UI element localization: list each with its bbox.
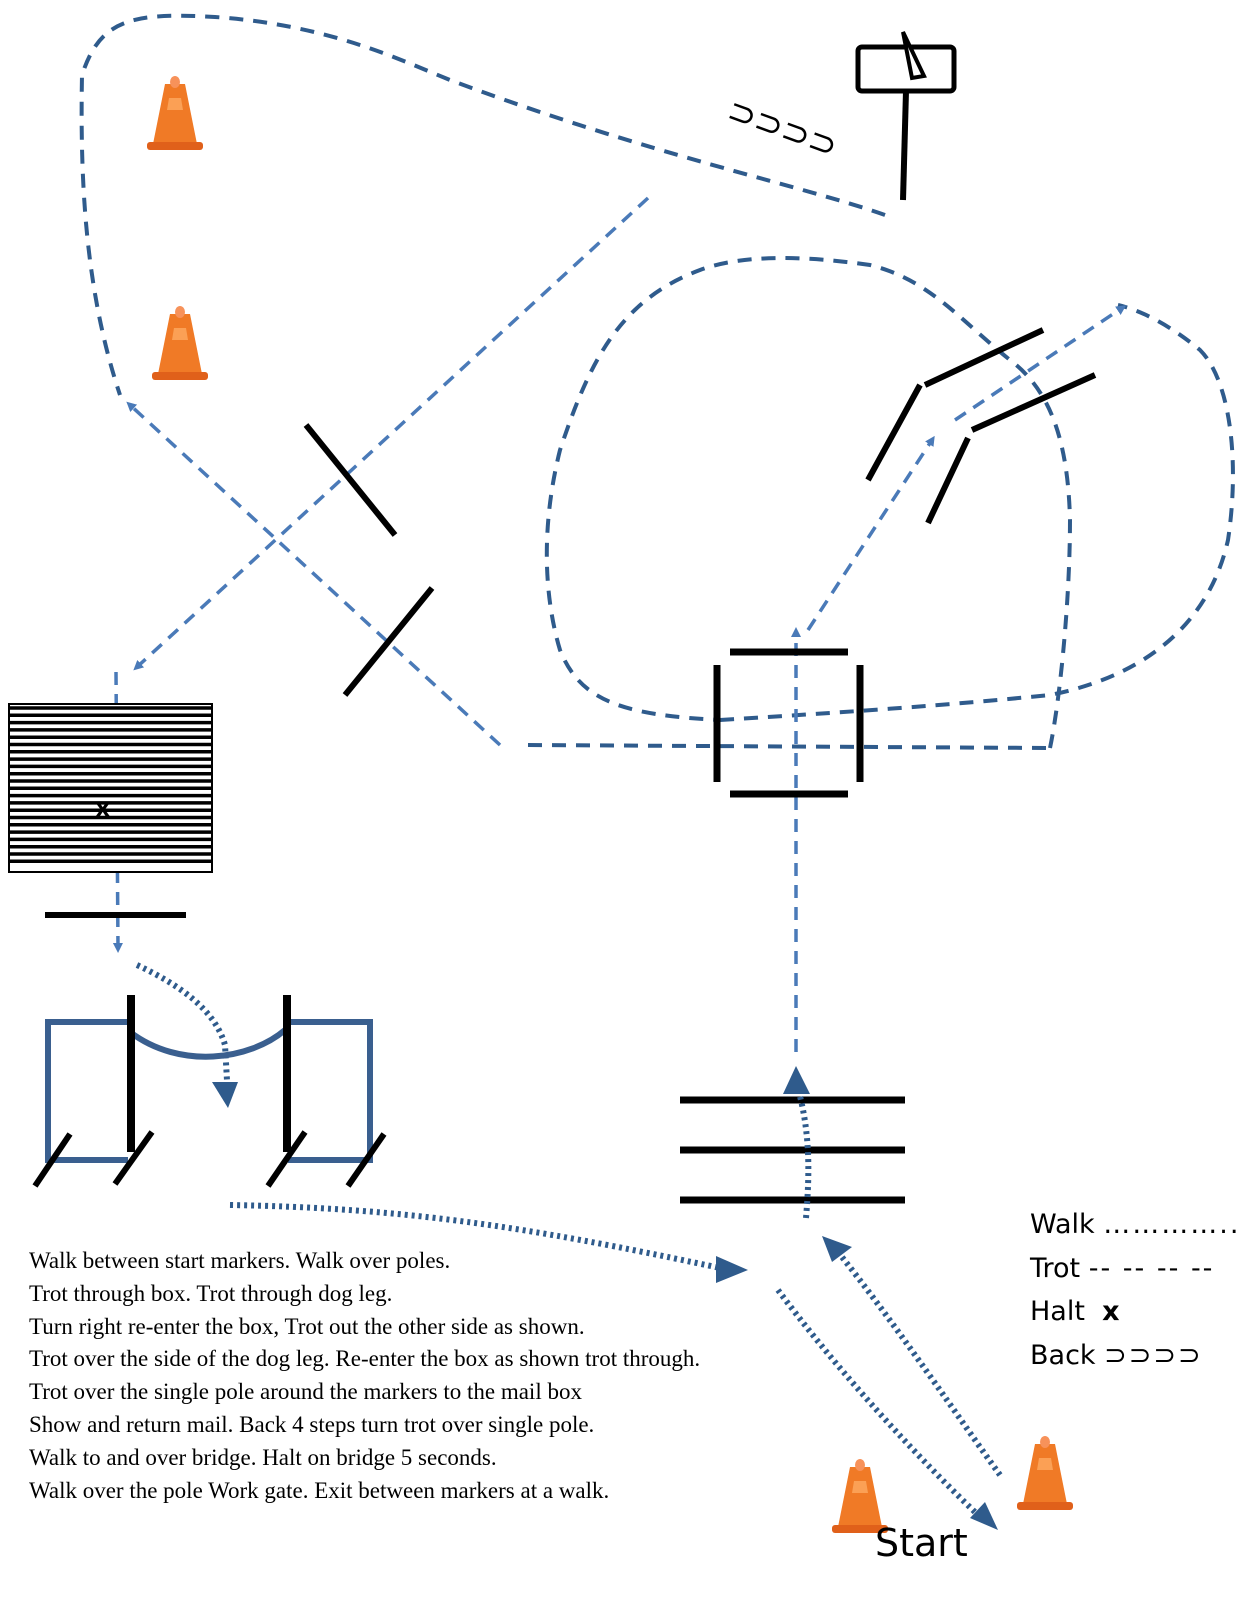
single-pole-lower — [342, 586, 435, 697]
instruction-line: Trot through box. Trot through dog leg. — [29, 1280, 393, 1306]
instruction-line: Turn right re-enter the box, Trot out th… — [29, 1313, 585, 1339]
legend-walk: Walk ………….. — [1030, 1203, 1240, 1247]
legend-halt-symbol: x — [1102, 1296, 1120, 1327]
instruction-line: Show and return mail. Back 4 steps turn … — [29, 1411, 595, 1437]
trot-path-outer-loop — [719, 303, 1235, 722]
trot-path-diagonal-right — [133, 196, 650, 671]
box-obstacle — [713, 648, 864, 798]
walk-path-loop-top — [79, 13, 886, 396]
single-pole-upper — [303, 423, 398, 537]
legend-back-symbol: ⊃⊃⊃⊃ — [1104, 1339, 1203, 1371]
bridge-obstacle — [8, 703, 213, 873]
legend-walk-label: Walk — [1030, 1209, 1095, 1240]
mailbox — [855, 31, 957, 201]
legend-trot: Trot -- -- -- -- — [1030, 1247, 1240, 1291]
walk-path-over-poles — [794, 1084, 812, 1219]
ground-poles — [680, 1096, 905, 1204]
legend-halt: Halt x — [1030, 1290, 1240, 1334]
marker-cone-1 — [147, 76, 203, 150]
walk-path-gate-exit — [229, 1202, 721, 1271]
instruction-line: Walk to and over bridge. Halt on bridge … — [29, 1444, 497, 1470]
legend-trot-label: Trot — [1030, 1252, 1081, 1284]
legend-halt-label: Halt — [1030, 1296, 1085, 1327]
legend-back-label: Back — [1030, 1339, 1096, 1371]
legend-walk-symbol: ………….. — [1103, 1209, 1241, 1240]
walk-arrow-start-in — [822, 1236, 852, 1262]
gate-obstacle — [32, 995, 387, 1188]
course-instructions: Walk between start markers. Walk over po… — [29, 1245, 700, 1507]
walk-arrow-poles — [783, 1066, 810, 1094]
trot-path-bottom — [527, 743, 1051, 750]
gait-legend: Walk ………….. Trot -- -- -- -- Halt x Back… — [1030, 1203, 1240, 1377]
walk-path-exit — [775, 1288, 981, 1518]
walk-arrow-exit-start — [970, 1502, 998, 1530]
dog-leg-obstacle — [865, 327, 1097, 525]
start-label: Start — [875, 1521, 968, 1565]
walk-path-start-in — [835, 1250, 1003, 1477]
trot-path-box-to-dogleg — [806, 435, 935, 631]
walk-arrow-exit — [716, 1256, 748, 1283]
walk-path-to-gate — [135, 962, 231, 1099]
walk-arrow-gate — [212, 1082, 238, 1108]
instruction-line: Walk between start markers. Walk over po… — [29, 1248, 451, 1273]
start-cone-right — [1017, 1436, 1073, 1510]
instruction-line: Walk over the pole Work gate. Exit betwe… — [29, 1477, 610, 1503]
instruction-line: Trot over the single pole around the mar… — [29, 1379, 582, 1405]
trot-path-diagonal-left — [126, 401, 502, 747]
back-steps-marks: ⊃⊃⊃⊃ — [722, 90, 843, 167]
instruction-line: Trot over the side of the dog leg. Re-en… — [29, 1346, 701, 1372]
trot-path-out-of-dogleg — [954, 305, 1127, 422]
legend-trot-symbol: -- -- -- -- — [1088, 1252, 1215, 1284]
marker-cone-2 — [152, 306, 208, 380]
trot-path-inner-loop — [544, 256, 1073, 749]
halt-marker: x — [95, 792, 111, 823]
legend-back: Back ⊃⊃⊃⊃ — [1030, 1334, 1240, 1378]
